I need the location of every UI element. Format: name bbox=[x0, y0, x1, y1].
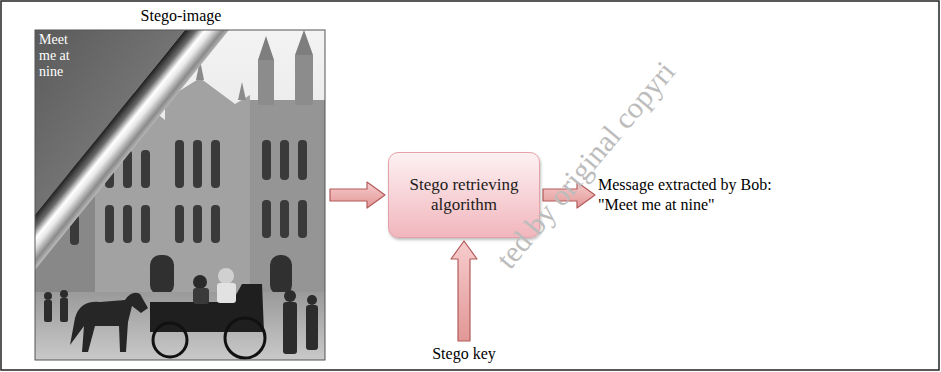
building bbox=[295, 55, 313, 105]
input-text: Stego key bbox=[432, 344, 496, 364]
photo-sky bbox=[35, 30, 325, 360]
building bbox=[280, 200, 289, 238]
carriage bbox=[193, 275, 207, 289]
building bbox=[175, 205, 184, 243]
building bbox=[270, 255, 292, 295]
people bbox=[306, 305, 318, 350]
carriage bbox=[150, 268, 265, 358]
carriage bbox=[225, 318, 265, 358]
people bbox=[44, 292, 52, 300]
people bbox=[284, 290, 296, 302]
node-text: Stego key bbox=[432, 344, 496, 364]
building bbox=[211, 140, 220, 188]
building bbox=[298, 200, 307, 238]
building bbox=[298, 140, 307, 180]
people bbox=[307, 295, 317, 305]
carriage bbox=[153, 323, 187, 357]
building bbox=[258, 60, 274, 105]
flow-arrow bbox=[451, 241, 477, 341]
people bbox=[283, 302, 297, 354]
node-text: Message extracted by Bob: "Meet me at ni… bbox=[598, 175, 798, 215]
building bbox=[141, 205, 150, 243]
flow-arrow bbox=[543, 182, 595, 208]
building bbox=[262, 140, 271, 180]
building bbox=[211, 205, 220, 243]
people bbox=[60, 298, 68, 322]
building bbox=[193, 140, 202, 188]
carriage bbox=[150, 284, 264, 332]
building bbox=[280, 140, 289, 180]
stego-photo bbox=[35, 30, 325, 360]
building bbox=[175, 140, 184, 188]
carriage bbox=[218, 268, 234, 284]
page-curl bbox=[35, 30, 229, 270]
building bbox=[123, 205, 132, 243]
horse bbox=[70, 293, 148, 352]
building bbox=[262, 200, 271, 238]
process-box: Stego retrieving algorithm bbox=[388, 152, 540, 238]
building bbox=[250, 100, 325, 300]
hidden-message: Meet me at nine bbox=[39, 32, 85, 80]
carriage bbox=[217, 283, 236, 303]
people bbox=[60, 290, 68, 298]
people bbox=[44, 300, 52, 322]
building bbox=[105, 205, 114, 243]
output-text: Message extracted by Bob: "Meet me at ni… bbox=[598, 175, 798, 215]
image-caption: Stego-image bbox=[35, 6, 327, 26]
carriage bbox=[193, 288, 209, 304]
horse bbox=[70, 293, 148, 352]
flow-arrow bbox=[330, 182, 385, 208]
building bbox=[258, 36, 274, 60]
building bbox=[238, 82, 246, 100]
stego-image: Stego-imageMeet me at nine bbox=[35, 6, 327, 362]
building bbox=[193, 205, 202, 243]
photo-border bbox=[35, 30, 325, 360]
building bbox=[141, 150, 150, 188]
box-text: Stego retrieving algorithm bbox=[399, 175, 529, 216]
building bbox=[35, 30, 325, 300]
building bbox=[150, 255, 174, 295]
building bbox=[295, 30, 313, 55]
